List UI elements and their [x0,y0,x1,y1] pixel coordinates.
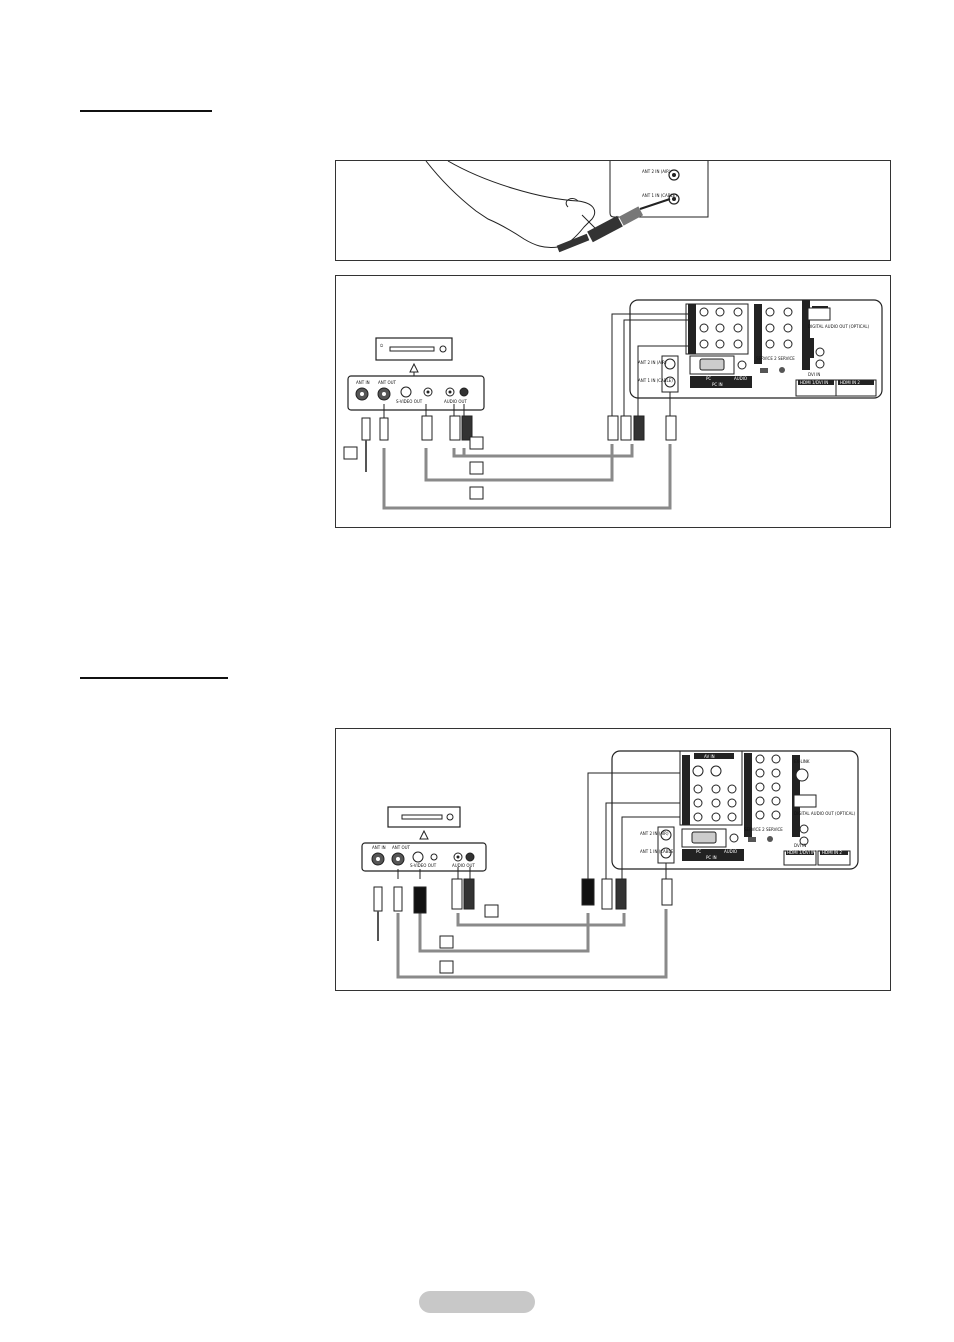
tv-optical-port: DIGITAL AUDIO OUT (OPTICAL) [807,307,870,329]
tv-ant2-label: ANT 2 IN (AIR) [638,360,667,365]
vcr-audio-out-label: AUDIO OUT [444,399,467,404]
tv-dvi-in-label: DVI IN [808,372,820,377]
vcr-audio-out-label: AUDIO OUT [452,863,475,868]
cable-paths [382,444,672,510]
cable-audio [452,444,634,458]
ant2-jack-icon [668,169,680,181]
ant1-label: ANT 1 IN (CABLE) [642,193,677,198]
vcr-svideo-out-label: S-VIDEO OUT [396,399,423,404]
step-marker [439,960,454,974]
tv-service-ports: SERVICE 2 SERVICE [756,356,795,373]
hand-icon [425,161,596,248]
step-marker [343,446,358,460]
coax-plug-icon [556,198,671,253]
vcr-connection-figure-1: ⏻ ANT IN ANT OUT S-VIDEO OUT AUDIO OUT [335,275,891,528]
cable-audio [456,913,626,927]
tv-ant1-label: ANT 1 IN (CABLE) [640,849,675,854]
tv-ant1-jack-icon [660,847,672,859]
tv-hdmi-ports: HDMI 1/DVI IN HDMI IN 2 DVI IN [795,372,877,397]
tv-digital-audio-label: DIGITAL AUDIO OUT (OPTICAL) [808,324,870,329]
tv-ant2-jack-icon [664,358,676,370]
section-1-heading-rule [80,110,212,112]
tv-hdmi2-label: HDMI IN 2 [822,850,842,855]
tv-pc-in-label: PC IN [712,382,723,387]
vcr-ant-in-label: ANT IN [372,845,386,850]
cable-video [424,444,614,482]
step-marker [439,935,454,949]
step-marker [469,461,484,475]
tv-ant2-jack-icon [660,829,672,841]
vcr-rear-panel [347,375,485,411]
cable-leaders [397,772,680,879]
tv-ex-link-label: EX-LINK [794,759,810,764]
tv-service-ports: SERVICE 2 SERVICE [744,827,783,842]
rca-plug-icons [413,878,627,914]
vcr-svideo-out-label: S-VIDEO OUT [410,863,437,868]
cable-rf [382,444,672,510]
vcr-connection-figure-2: ANT IN ANT OUT S-VIDEO OUT AUDIO OUT AV … [335,728,891,991]
vcr-ant-in-label: ANT IN [356,380,370,385]
antenna-illustration: ANT 2 IN (AIR) ANT 1 IN (CABLE) [425,161,709,253]
tv-service-label: SERVICE 2 SERVICE [756,356,795,361]
tv-audio-label: AUDIO [724,849,737,854]
tv-service-label: SERVICE 2 SERVICE [744,827,783,832]
step-marker [469,486,484,500]
tv-ant1-jack-icon [664,376,676,388]
step-marker [484,904,499,918]
tv-hdmi-ports: HDMI 1/DVI IN HDMI IN 2 DVI IN [783,843,851,866]
step-markers [343,436,484,500]
tv-hdmi2-label: HDMI IN 2 [840,380,860,385]
tv-av-in-label: AV IN [704,754,715,759]
tv-av-jack-grid: AV IN DIGITAL AUDIO OUT (OPTICAL) EX-LIN… [679,750,856,846]
ant2-label: ANT 2 IN (AIR) [642,169,671,174]
tv-ant2-label: ANT 2 IN (AIR) [640,831,669,836]
vcr-rear-panel [361,842,487,872]
tv-dvi-in-label: DVI IN [794,843,806,848]
tv-audio-label: AUDIO [734,376,747,381]
vcr-wiring-diagram-1: ⏻ ANT IN ANT OUT S-VIDEO OUT AUDIO OUT [343,299,883,510]
cable-rf [396,909,668,979]
tv-pc-in-label: PC IN [706,855,717,860]
antenna-connection-figure: ANT 2 IN (AIR) ANT 1 IN (CABLE) [335,160,891,261]
page-number-pill [419,1291,535,1313]
coax-plug-icons [361,415,677,472]
tv-digital-audio-label: DIGITAL AUDIO OUT (OPTICAL) [794,811,856,816]
tv-pc-port: PC AUDIO PC IN [689,355,752,388]
cable-svideo [418,913,590,953]
tv-hdmi1-label: HDMI 1/DVI IN [800,380,828,385]
vcr-device-icon: ⏻ [375,337,453,376]
coax-plug-icons [373,878,673,941]
tv-hdmi1-label: HDMI 1/DVI IN [787,850,815,855]
tv-pc-label: PC [696,849,701,854]
vcr-ant-out-label: ANT OUT [392,845,411,850]
step-marker [469,436,484,450]
vcr-ant-out-label: ANT OUT [378,380,397,385]
vcr-wiring-diagram-2: ANT IN ANT OUT S-VIDEO OUT AUDIO OUT AV … [361,750,859,979]
svg-text:⏻: ⏻ [380,343,384,348]
section-2-heading-rule [80,677,228,679]
vcr-device-icon [387,806,461,840]
tv-pc-port: PC AUDIO PC IN [681,828,744,861]
cable-paths [396,909,668,979]
tv-ant1-label: ANT 1 IN (CABLE) [638,378,673,383]
step-markers [439,904,499,974]
tv-pc-label: PC [706,376,711,381]
rca-plug-icons [421,415,645,441]
